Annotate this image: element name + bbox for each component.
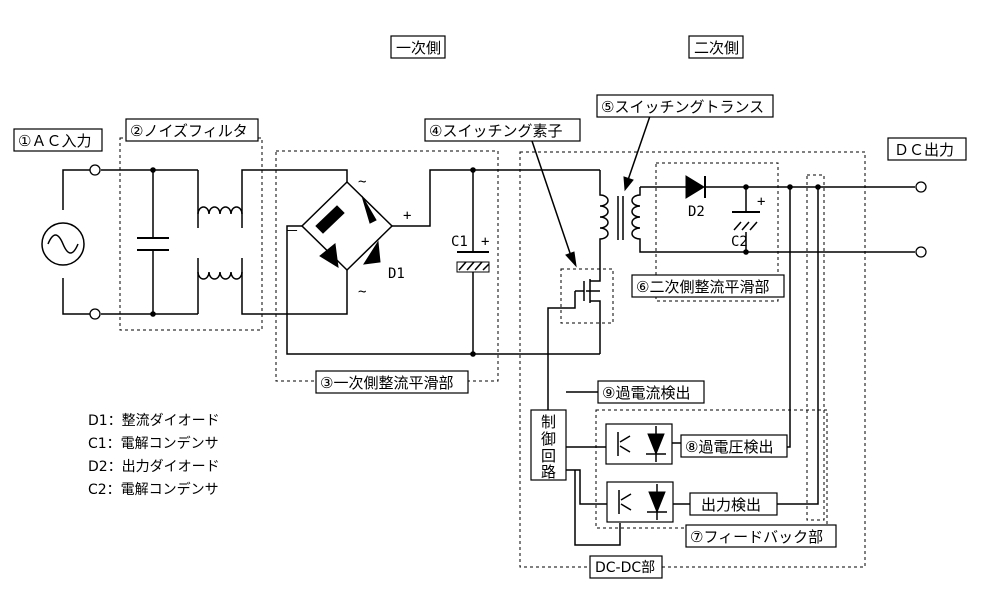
d2-diode xyxy=(685,175,705,199)
mosfet xyxy=(547,270,601,412)
switching-element-label: ④スイッチング素子 xyxy=(429,122,562,140)
ac-source-circle xyxy=(41,222,85,266)
plus-c2: + xyxy=(757,194,765,210)
c1-label: C1 xyxy=(451,234,468,250)
minus-bridge: － xyxy=(285,224,299,240)
secondary-rectifier-block xyxy=(655,162,779,302)
output-sense-dashed xyxy=(806,174,825,521)
primary-rectifier-label: ③一次側整流平滑部 xyxy=(320,374,453,392)
d2-label: D2 xyxy=(688,204,705,220)
photocoupler-overvoltage xyxy=(605,423,673,465)
noise-filter-label: ②ノイズフィルタ xyxy=(130,122,248,140)
plus-bridge: + xyxy=(403,208,411,224)
secondary-rectifier-label: ⑥二次側整流平滑部 xyxy=(636,278,769,296)
d1-label: D1 xyxy=(388,266,405,282)
ac-input-label: ①ＡＣ入力 xyxy=(18,132,91,150)
output-detect-label: 出力検出 xyxy=(701,496,761,514)
choke-coil-top xyxy=(197,206,243,228)
dc-output-label: ＤＣ出力 xyxy=(894,141,954,159)
legend-item: C1：電解コンデンサ xyxy=(88,435,219,452)
dcdc-block xyxy=(519,151,866,568)
tilde-bottom: ~ xyxy=(358,284,366,300)
feedback-label: ⑦フィードバック部 xyxy=(690,528,823,546)
control-circuit-char-3: 回 xyxy=(541,447,556,465)
dc-out-terminal-plus xyxy=(915,181,927,193)
dcdc-label: DC-DC部 xyxy=(595,560,655,576)
switching-element-block xyxy=(560,268,614,324)
ac-in-terminal-bottom xyxy=(89,308,101,320)
primary-side-label: 一次側 xyxy=(396,39,441,57)
tilde-top: ~ xyxy=(358,174,366,190)
choke-coil-bottom xyxy=(197,258,243,280)
photocoupler-feedback xyxy=(606,481,674,523)
legend-item: D1：整流ダイオード xyxy=(88,413,220,429)
primary-rectifier-block xyxy=(275,150,499,382)
transformer-secondary xyxy=(631,187,915,253)
overcurrent-label: ⑨過電流検出 xyxy=(602,384,690,402)
ac-in-terminal-top xyxy=(89,164,101,176)
overvoltage-label: ⑧過電圧検出 xyxy=(685,438,773,456)
c2-label: C2 xyxy=(731,234,748,250)
plus-c1: + xyxy=(481,234,489,250)
dc-out-terminal-minus xyxy=(915,246,927,258)
control-circuit-char-1: 制 xyxy=(541,413,556,431)
transformer-primary xyxy=(599,170,609,270)
legend-item: D2：出力ダイオード xyxy=(88,459,220,475)
noise-filter-block xyxy=(119,137,263,331)
secondary-side-label: 二次側 xyxy=(694,39,739,57)
control-circuit-box xyxy=(530,409,567,481)
legend-item: C2：電解コンデンサ xyxy=(88,481,219,498)
control-circuit-char-2: 御 xyxy=(541,430,556,448)
switching-transformer-label: ⑤スイッチングトランス xyxy=(601,98,764,116)
control-circuit-char-4: 路 xyxy=(541,463,556,481)
sine-icon xyxy=(47,234,79,254)
